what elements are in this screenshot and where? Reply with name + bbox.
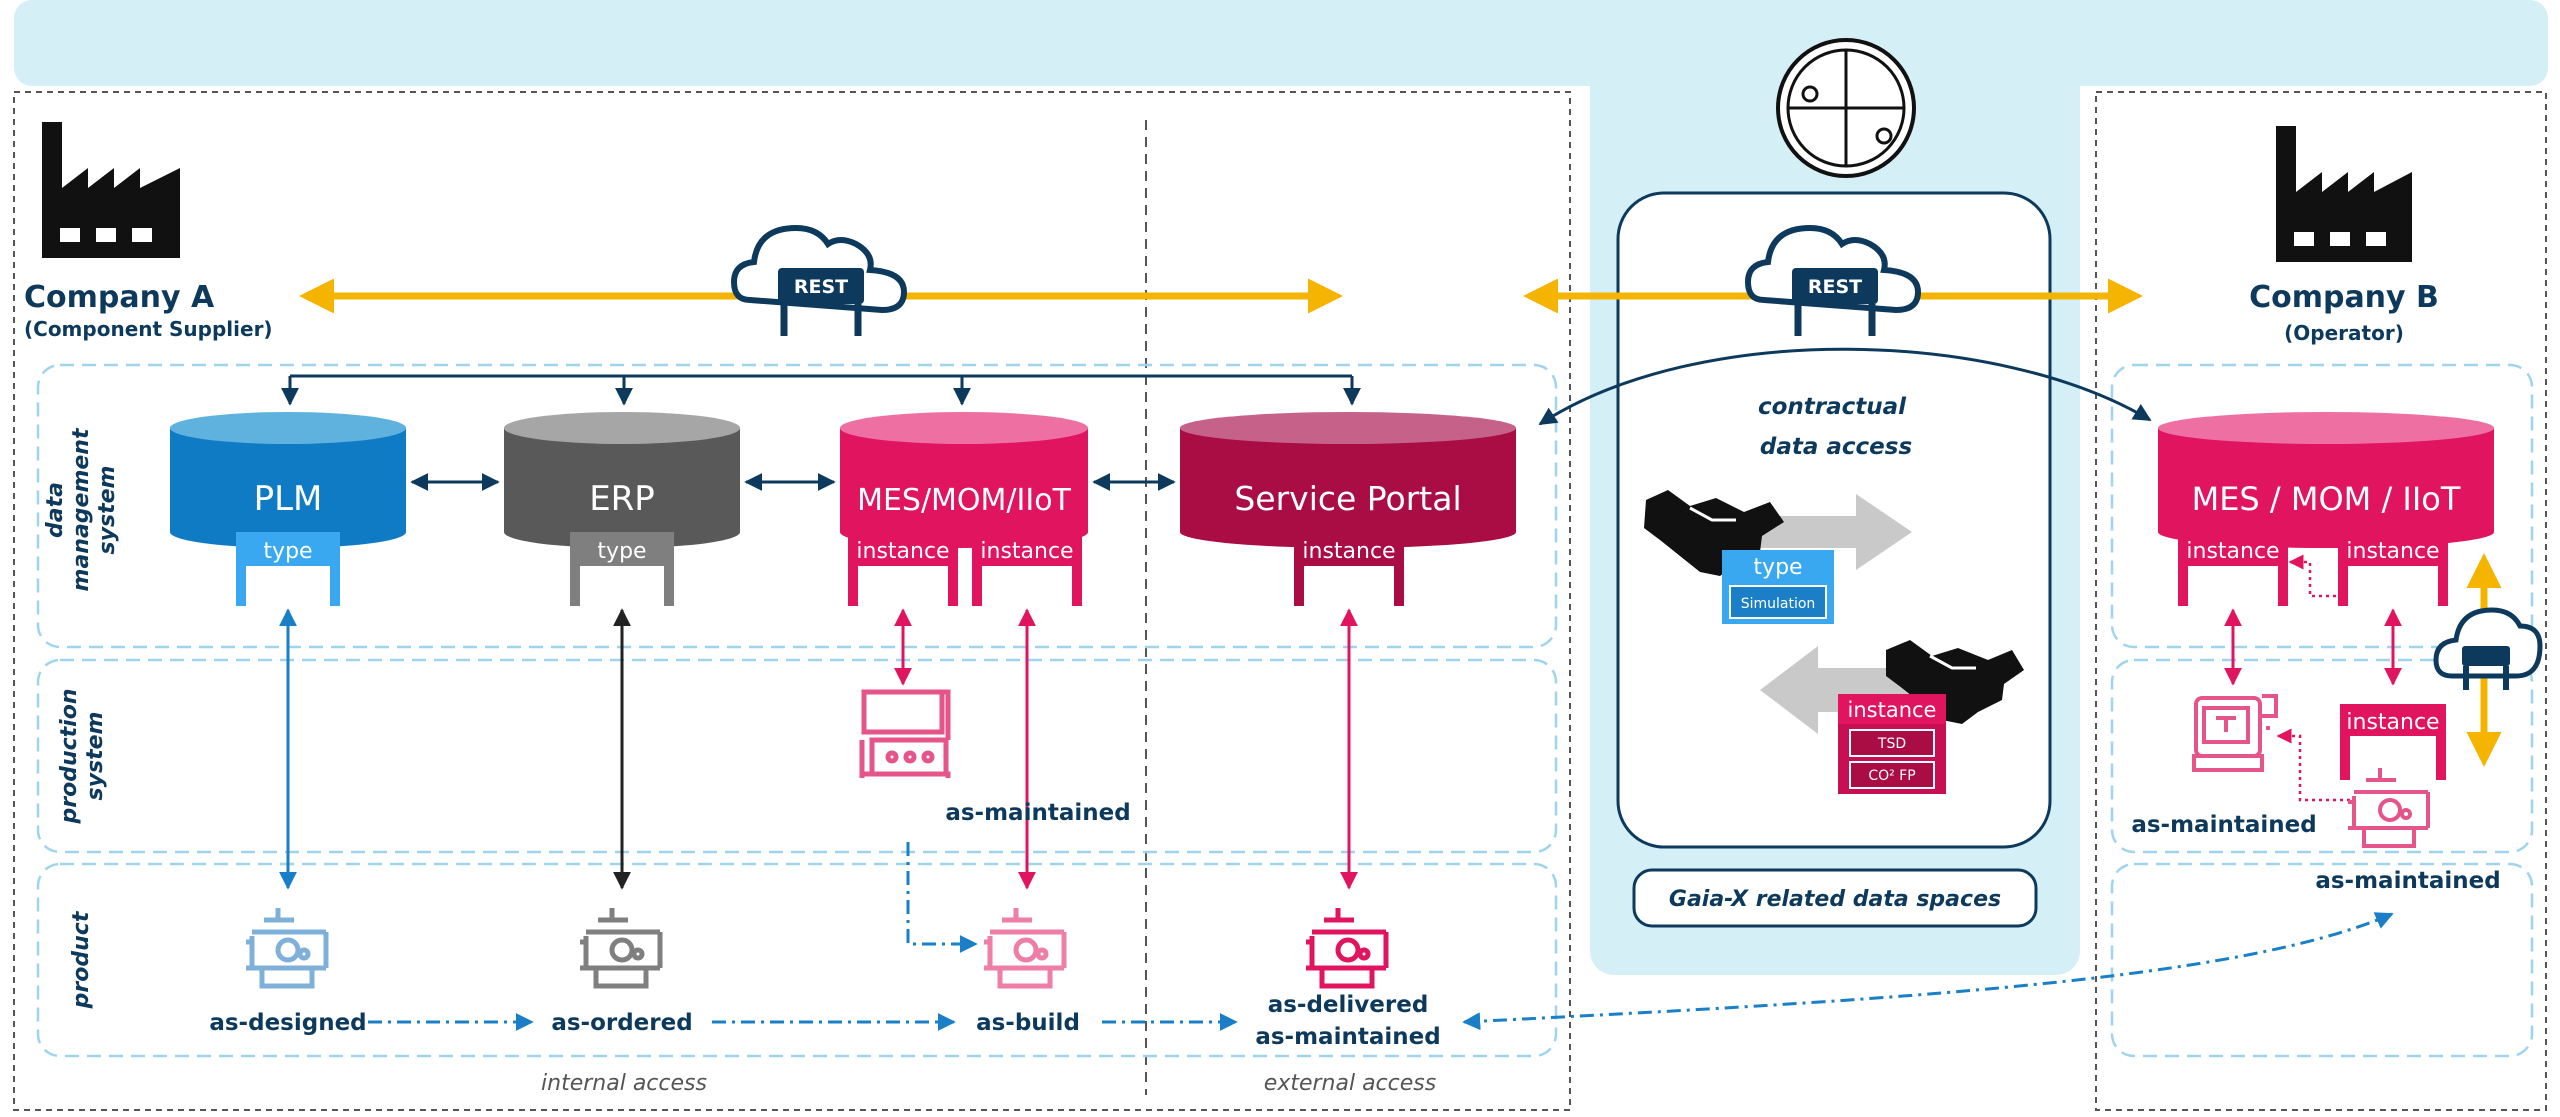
production-instance-tag-b: instance bbox=[2340, 704, 2446, 780]
svg-text:instance: instance bbox=[1848, 698, 1937, 722]
service-portal-database: Service Portal bbox=[1180, 412, 1516, 548]
row-label-line: system bbox=[83, 712, 108, 801]
as-maintained-label-b-product: as-maintained bbox=[2315, 868, 2500, 894]
as-maintained-label-production: as-maintained bbox=[945, 800, 1130, 826]
company-a-role: (Component Supplier) bbox=[24, 317, 273, 341]
company-b-name: Company B bbox=[2249, 280, 2439, 315]
svg-text:instance: instance bbox=[1302, 539, 1395, 564]
svg-text:type: type bbox=[263, 539, 312, 564]
tsd-label: TSD bbox=[1877, 736, 1906, 752]
row-label-production: production system bbox=[57, 689, 108, 825]
as-designed-label: as-designed bbox=[209, 1010, 366, 1036]
rest-cloud-icon-company-b bbox=[2433, 607, 2543, 690]
rest-cloud-icon-a: REST bbox=[730, 224, 908, 336]
mes-label: MES/MOM/IIoT bbox=[857, 483, 1072, 518]
erp-database: ERP bbox=[504, 412, 740, 548]
svg-text:instance: instance bbox=[2346, 710, 2439, 735]
row-label-product: product bbox=[69, 910, 94, 1009]
row-label-line: production bbox=[57, 689, 82, 825]
svg-text:instance: instance bbox=[856, 539, 949, 564]
row-label-line: product bbox=[69, 910, 94, 1009]
top-banner bbox=[14, 0, 2548, 86]
row-label-line: system bbox=[95, 466, 120, 555]
svg-text:instance: instance bbox=[2346, 539, 2439, 564]
row-production-b bbox=[2110, 658, 2534, 854]
as-maintained-label-b-production: as-maintained bbox=[2131, 812, 2316, 838]
row-label-data-management: data management system bbox=[43, 427, 120, 591]
erp-type-tag: type bbox=[570, 532, 674, 606]
mes-b-instance-tag-2: instance bbox=[2338, 532, 2448, 606]
gaia-x-label: Gaia-X related data spaces bbox=[1669, 887, 2001, 912]
company-a-name: Company A bbox=[24, 280, 215, 315]
mes-b-label: MES / MOM / IIoT bbox=[2192, 480, 2461, 518]
row-data-management-a bbox=[36, 363, 1558, 649]
row-production-a bbox=[36, 658, 1558, 854]
handshake-icon-2 bbox=[1886, 640, 2024, 724]
engine-icon-as-ordered bbox=[580, 908, 663, 989]
globe-icon bbox=[1776, 38, 1916, 178]
rest-cloud-icon-gaia-x: REST bbox=[1744, 224, 1922, 336]
rest-label: REST bbox=[794, 276, 848, 298]
svg-text:instance: instance bbox=[980, 539, 1073, 564]
svg-text:type: type bbox=[597, 539, 646, 564]
as-delivered-label: as-delivered bbox=[1268, 992, 1429, 1018]
row-product-b bbox=[2110, 862, 2534, 1058]
simulation-label: Simulation bbox=[1741, 596, 1816, 612]
mes-database: MES/MOM/IIoT bbox=[840, 412, 1088, 548]
engine-icon-as-delivered bbox=[1306, 908, 1389, 989]
factory-icon-company-b bbox=[2276, 126, 2412, 262]
system-bus bbox=[281, 374, 1361, 406]
mes-instance-tag-1: instance bbox=[848, 532, 958, 606]
service-portal-instance-tag: instance bbox=[1294, 532, 1404, 606]
mes-instance-tag-2: instance bbox=[972, 532, 1082, 606]
engine-icon-company-b bbox=[2348, 768, 2430, 848]
factory-icon-company-a bbox=[42, 122, 180, 258]
product-chain bbox=[368, 842, 2394, 1031]
svg-text:instance: instance bbox=[2186, 539, 2279, 564]
contractual-label-line1: contractual bbox=[1758, 394, 1907, 420]
mes-database-company-b: MES / MOM / IIoT bbox=[2158, 412, 2494, 548]
gaia-x-label-pill bbox=[1632, 868, 2038, 928]
plm-database: PLM bbox=[170, 412, 406, 548]
as-ordered-label: as-ordered bbox=[551, 1010, 692, 1036]
as-build-label: as-build bbox=[976, 1010, 1080, 1036]
internal-access-label: internal access bbox=[541, 1071, 707, 1096]
plm-label: PLM bbox=[254, 479, 323, 519]
row-product-a bbox=[36, 862, 1558, 1058]
engine-icon-as-designed bbox=[246, 908, 329, 989]
co2fp-label: CO² FP bbox=[1868, 768, 1915, 784]
gaia-x-instance-tag: instance TSD CO² FP bbox=[1838, 694, 1946, 794]
instance-dotted-link-b bbox=[2288, 554, 2336, 598]
service-portal-label: Service Portal bbox=[1234, 479, 1461, 518]
as-maintained-label-portal: as-maintained bbox=[1255, 1024, 1440, 1050]
share-arrow-right bbox=[1740, 494, 1912, 570]
contractual-data-access-arrow bbox=[1538, 347, 2152, 426]
plm-type-tag: type bbox=[236, 532, 340, 606]
company-b-role: (Operator) bbox=[2284, 321, 2404, 345]
external-access-label: external access bbox=[1264, 1071, 1436, 1096]
erp-label: ERP bbox=[589, 479, 655, 519]
gaia-x-type-tag: type Simulation bbox=[1722, 550, 1834, 624]
row-data-management-b bbox=[2110, 363, 2534, 649]
svg-text:type: type bbox=[1753, 555, 1802, 580]
contractual-label-line2: data access bbox=[1760, 434, 1912, 460]
mes-b-instance-tag-1: instance bbox=[2178, 532, 2288, 606]
row-label-line: data bbox=[43, 482, 68, 538]
engine-icon-as-build bbox=[984, 908, 1067, 989]
machine-icon-company-a bbox=[859, 689, 951, 778]
rest-label: REST bbox=[1808, 276, 1862, 298]
row-label-line: management bbox=[69, 427, 94, 591]
machine-icon-company-b bbox=[2192, 694, 2278, 772]
